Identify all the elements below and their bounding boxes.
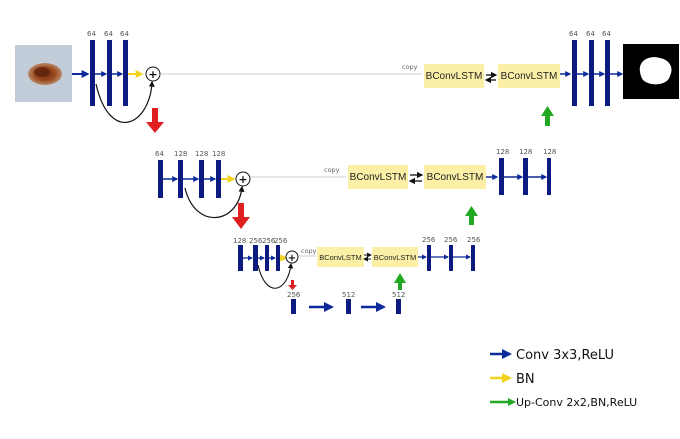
- filter-count: 64: [104, 30, 113, 38]
- output-image: [623, 44, 679, 99]
- upconv-arrow: [465, 206, 478, 225]
- filter-count: 128: [174, 150, 187, 158]
- feature-map-bar: [547, 158, 551, 195]
- feature-map-bar: [499, 158, 504, 195]
- pool-arrow: [288, 280, 297, 290]
- copy-label: copy: [402, 63, 418, 71]
- filter-count: 256: [467, 236, 481, 244]
- feature-map-bar: [276, 245, 280, 271]
- feature-map-bar: [605, 40, 610, 106]
- bconvlstm-label: BConvLSTM: [427, 172, 484, 183]
- pool-arrow: [232, 203, 250, 229]
- copy-label: copy: [301, 247, 317, 255]
- feature-map-bar: [427, 245, 431, 271]
- residual-connection: [257, 262, 294, 289]
- residual-connection: [95, 80, 155, 123]
- filter-count: 256: [422, 236, 436, 244]
- filter-count: 512: [342, 291, 355, 299]
- feature-map-bar: [90, 40, 95, 106]
- bconvlstm-label: BConvLSTM: [374, 253, 417, 262]
- add-node: +: [235, 171, 251, 187]
- filter-count: 64: [569, 30, 578, 38]
- legend-label-bn: BN: [516, 372, 535, 387]
- residual-connection: [184, 185, 245, 219]
- bconvlstm-label: BConvLSTM: [319, 253, 362, 262]
- feature-map-bar: [471, 245, 475, 271]
- filter-count: 256: [262, 237, 276, 245]
- filter-count: 256: [287, 291, 301, 299]
- bconvlstm-block: [424, 64, 484, 88]
- filter-count: 64: [602, 30, 611, 38]
- filter-count: 256: [274, 237, 288, 245]
- filter-count: 128: [543, 148, 556, 156]
- bconvlstm-block: [348, 165, 408, 189]
- feature-map-bar: [216, 160, 221, 198]
- legend-label-conv: Conv 3x3,ReLU: [516, 348, 614, 363]
- feature-map-bar: [178, 160, 183, 198]
- legend-item-conv: Conv 3x3,ReLU: [490, 348, 614, 363]
- feature-map-bar: [107, 40, 112, 106]
- filter-count: 256: [444, 236, 458, 244]
- bidirectional-arrows: [363, 252, 372, 262]
- feature-map-bar: [523, 158, 528, 195]
- pool-arrow: [146, 108, 164, 133]
- bconvlstm-label: BConvLSTM: [426, 71, 483, 82]
- filter-count: 64: [586, 30, 595, 38]
- copy-label: copy: [324, 166, 340, 174]
- feature-map-bar: [572, 40, 577, 106]
- filter-count: 128: [212, 150, 225, 158]
- legend-item-bn: BN: [490, 372, 535, 387]
- filter-count: 256: [249, 237, 263, 245]
- legend: Conv 3x3,ReLU BN Up-Conv 2x2,BN,ReLU: [490, 348, 637, 409]
- filter-count: 64: [155, 150, 164, 158]
- bidirectional-arrows: [484, 71, 498, 84]
- upconv-arrow: [541, 106, 554, 126]
- bconvlstm-block: [424, 165, 486, 189]
- plus-icon: +: [238, 173, 247, 186]
- filter-count: 128: [233, 237, 246, 245]
- feature-map-bar: [449, 245, 453, 271]
- feature-map-bar: [589, 40, 594, 106]
- feature-map-bar: [238, 245, 243, 271]
- upconv-arrow: [394, 273, 406, 290]
- filter-count: 128: [496, 148, 509, 156]
- feature-map-bar: [291, 299, 296, 314]
- filter-count: 128: [195, 150, 208, 158]
- filter-count: 128: [519, 148, 532, 156]
- bconvlstm-label: BConvLSTM: [501, 71, 558, 82]
- feature-map-bar: [158, 160, 163, 198]
- bconvlstm-block: [317, 247, 364, 267]
- bconvlstm-label: BConvLSTM: [350, 172, 407, 183]
- bconvlstm-block: [498, 64, 560, 88]
- feature-map-bar: [123, 40, 128, 106]
- feature-map-bar: [253, 245, 258, 271]
- add-node: +: [145, 66, 161, 82]
- bconvlstm-block: [372, 247, 418, 267]
- input-image: [15, 45, 72, 102]
- feature-map-bar: [265, 245, 269, 271]
- feature-map-bar: [396, 299, 401, 314]
- filter-count: 512: [392, 291, 405, 299]
- bidirectional-arrows: [408, 171, 424, 185]
- add-node: +: [285, 250, 299, 264]
- plus-icon: +: [148, 68, 157, 81]
- plus-icon: +: [288, 253, 296, 264]
- legend-item-upconv: Up-Conv 2x2,BN,ReLU: [490, 396, 637, 409]
- filter-count: 64: [87, 30, 96, 38]
- legend-label-upconv: Up-Conv 2x2,BN,ReLU: [516, 396, 637, 409]
- feature-map-bar: [346, 299, 351, 314]
- filter-count: 64: [120, 30, 129, 38]
- feature-map-bar: [199, 160, 204, 198]
